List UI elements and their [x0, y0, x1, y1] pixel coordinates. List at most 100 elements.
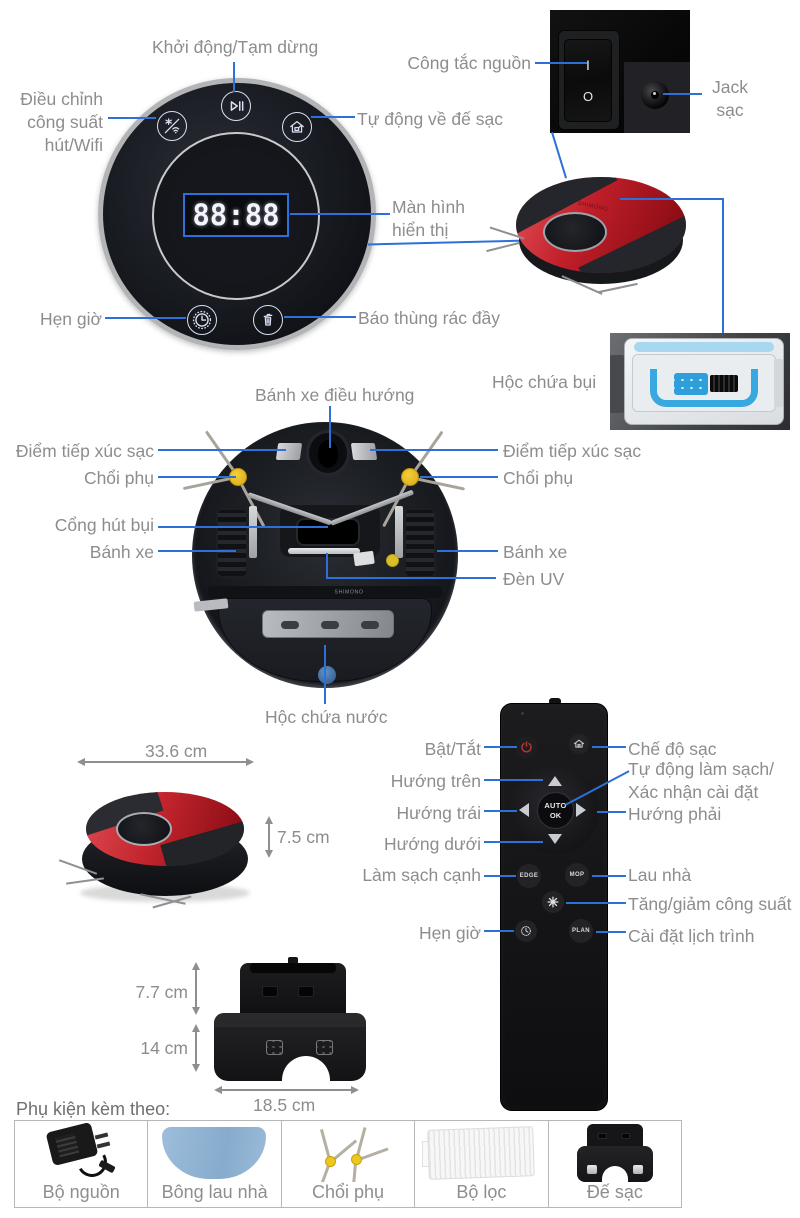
dock-return-label: Tự động về đế sạc — [357, 109, 503, 129]
accessory-cell-adapter: Bộ nguồn — [15, 1121, 149, 1207]
edge-clean-label: Làm sạch cạnh — [362, 865, 481, 885]
annotation-line — [329, 406, 331, 448]
robot-to-bin-line — [722, 198, 724, 334]
accessory-label: Chổi phụ — [311, 1182, 385, 1202]
dustbin-full-label: Báo thùng rác đầy — [358, 308, 501, 328]
annotation-line — [437, 550, 498, 552]
annotation-line — [592, 875, 626, 877]
ok-label: OK — [549, 810, 562, 820]
annotation-line — [370, 449, 498, 451]
arrowhead — [192, 1064, 200, 1072]
dir-right-label: Hướng phải — [628, 804, 722, 824]
annotation-line — [484, 779, 543, 781]
caster-ball — [318, 440, 338, 468]
accessory-label: Đế sạc — [586, 1182, 643, 1202]
plan-button: PLAN — [569, 919, 593, 943]
water-inlet — [318, 666, 336, 684]
annotation-line — [105, 317, 186, 319]
arrowhead — [265, 850, 273, 858]
dir-down-label: Hướng dưới — [384, 834, 481, 854]
tank-top-band — [208, 586, 442, 598]
wheel-right — [404, 508, 436, 578]
power-wifi-label: Điều chỉnh công suất hút/Wifi — [20, 89, 103, 155]
auto-ok-button: AUTO OK — [537, 792, 574, 829]
dock-ir-window — [298, 986, 314, 997]
accessory-cell-dock: Đế sạc — [549, 1121, 681, 1207]
annotation-line — [108, 117, 156, 119]
arrowhead — [351, 1086, 359, 1094]
dock-return-icon — [282, 112, 312, 142]
arrowhead — [214, 1086, 222, 1094]
fan-speed-button — [542, 891, 564, 913]
robot-side-dark-segment — [160, 817, 244, 866]
mop-plate-slot — [321, 621, 339, 629]
dust-container-label: Hộc chứa bụi — [492, 372, 597, 392]
charging-dock-image — [549, 1121, 681, 1182]
side-brush-label-left: Chổi phụ — [83, 468, 154, 488]
dock-ir-window — [262, 986, 278, 997]
annotation-line — [535, 62, 587, 64]
dock-width-dim: 18.5 cm — [253, 1095, 316, 1115]
charge-contact-label-left: Điểm tiếp xúc sạc — [15, 441, 154, 461]
bottom-brand-text: SHIMONO — [334, 589, 364, 595]
dimension-arrow — [195, 969, 197, 1007]
suction-port-label: Cổng hút bụi — [54, 515, 154, 535]
wheel-left-release — [249, 506, 257, 558]
annotation-line — [596, 931, 626, 933]
annotation-line — [311, 116, 355, 118]
round-sticker — [386, 554, 399, 567]
annotation-line — [484, 746, 517, 748]
bin-right-clip — [774, 359, 783, 407]
display-highlight-box: 88:88 — [183, 193, 289, 237]
annotation-line — [324, 645, 326, 704]
wheel-right-release — [395, 506, 403, 558]
accessory-label: Bộ lọc — [456, 1182, 507, 1202]
arrowhead — [192, 962, 200, 970]
uv-lamp-strip — [288, 548, 360, 554]
accessories-table: Bộ nguồn Bông lau nhà Chổi phụ — [14, 1120, 682, 1208]
remote-nub — [549, 698, 561, 705]
annotation-line — [326, 553, 328, 578]
accessory-label: Bộ nguồn — [42, 1182, 120, 1202]
side-brush-label-right: Chổi phụ — [503, 468, 574, 488]
wheel-left — [216, 508, 248, 578]
power-adapter-image — [15, 1121, 147, 1182]
mop-button: MOP — [565, 863, 589, 887]
remote-home-button — [569, 734, 589, 754]
robot-width-dim: 33.6 cm — [145, 741, 208, 761]
side-brush-hub-right — [401, 468, 419, 486]
arrowhead — [265, 816, 273, 824]
annotation-line — [484, 875, 516, 877]
remote-led — [521, 712, 524, 715]
dock-nub — [288, 957, 298, 964]
arrowhead — [192, 1007, 200, 1015]
dock-contact — [316, 1040, 333, 1055]
remote-power-button — [515, 736, 537, 758]
remote-timer-label: Hẹn giờ — [418, 923, 481, 943]
dpad-up-arrow — [548, 776, 562, 786]
power-switch-photo: I O — [550, 10, 690, 133]
dock-top-face — [250, 963, 336, 973]
annotation-line — [663, 93, 702, 95]
robot-side-brush-bristle — [486, 241, 520, 253]
play-pause-icon — [221, 91, 251, 121]
accessory-cell-brush: Chổi phụ — [282, 1121, 416, 1207]
side-brush-image — [282, 1121, 414, 1182]
charge-contact-label-right: Điểm tiếp xúc sạc — [503, 441, 642, 461]
annotation-line — [158, 449, 286, 451]
mop-plate-slot — [361, 621, 379, 629]
robot-side-control-pad — [116, 812, 172, 846]
fan-power-label: Tăng/giảm công suất — [628, 894, 792, 914]
dir-up-label: Hướng trên — [390, 771, 481, 791]
water-tank-label: Hộc chứa nước — [265, 707, 388, 727]
annotation-line — [326, 577, 496, 579]
edge-button: EDGE — [517, 864, 541, 888]
annotation-line — [484, 841, 543, 843]
display-label: Màn hình hiển thị — [392, 197, 465, 240]
dpad-right-arrow — [576, 803, 586, 817]
wheel-label-left: Bánh xe — [89, 542, 154, 562]
timer-label: Hẹn giờ — [39, 309, 102, 329]
annotation-line — [566, 902, 626, 904]
arrowhead — [77, 758, 85, 766]
